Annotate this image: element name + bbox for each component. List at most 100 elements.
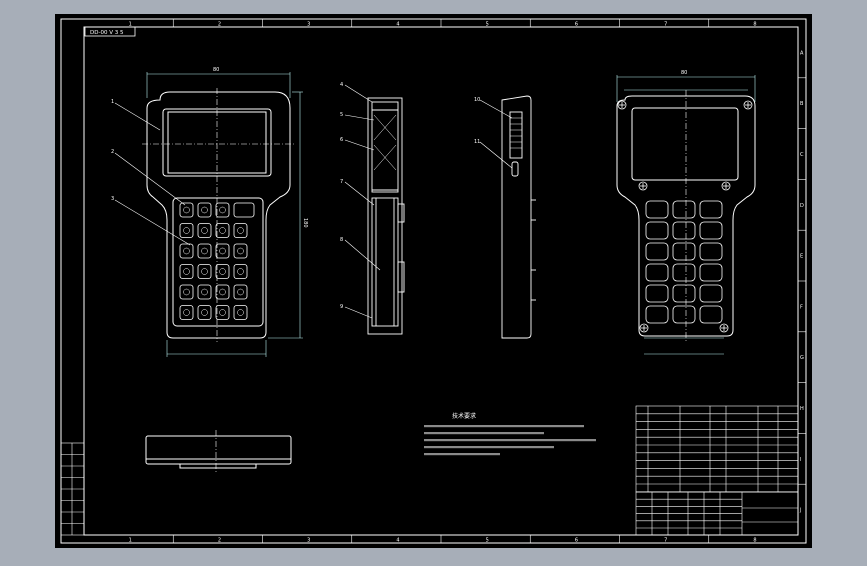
rear-key-slot <box>699 200 723 219</box>
screw-hole <box>639 323 649 333</box>
screw-hole <box>617 100 627 110</box>
keypad-key <box>197 202 212 218</box>
rear-screws <box>617 100 753 333</box>
callout-8: 8 <box>340 237 343 243</box>
screw-hole <box>638 181 648 191</box>
col-mark-5: 5 <box>486 538 489 544</box>
notes-lines <box>424 425 596 456</box>
col-mark-4: 4 <box>396 22 399 28</box>
keypad-key <box>215 243 230 259</box>
drawing-number-box <box>84 26 136 37</box>
keypad-key <box>179 223 194 238</box>
keypad-key <box>179 202 194 218</box>
col-mark-7: 7 <box>664 22 667 28</box>
rear-width-dim: 80 <box>681 70 687 76</box>
callout-3: 3 <box>111 196 114 202</box>
keypad-wide-key <box>233 202 255 218</box>
rear-key-slot <box>672 242 696 261</box>
callout-1: 1 <box>111 99 114 105</box>
keypad-key <box>197 223 212 238</box>
callout-6: 6 <box>340 137 343 143</box>
rear-view <box>616 90 756 342</box>
rear-key-slot <box>699 305 723 324</box>
rear-key-slot <box>672 263 696 282</box>
row-mark-E: E <box>800 254 803 260</box>
col-mark-2: 2 <box>218 538 221 544</box>
keypad-key <box>215 223 230 238</box>
rear-key-slot <box>645 284 669 303</box>
side-leaders <box>344 84 381 319</box>
keypad-key <box>179 243 194 259</box>
rear-key-slot <box>699 263 723 282</box>
bottom-view <box>145 430 292 472</box>
keypad-key <box>197 284 212 300</box>
keypad-key <box>197 305 212 320</box>
callout-9: 9 <box>340 304 343 310</box>
row-mark-I: I <box>800 457 801 463</box>
rear-key-slot <box>645 221 669 240</box>
front-dimensions <box>146 72 303 357</box>
rear-key-slot <box>645 305 669 324</box>
row-mark-B: B <box>800 101 804 107</box>
col-mark-3: 3 <box>307 538 310 544</box>
notes-heading: 技术要求 <box>452 412 476 420</box>
col-mark-8: 8 <box>753 538 756 544</box>
callout-5: 5 <box>340 112 343 118</box>
callout-7: 7 <box>340 179 343 185</box>
col-mark-1: 1 <box>129 22 132 28</box>
col-mark-2: 2 <box>218 22 221 28</box>
col-mark-1: 1 <box>129 538 132 544</box>
col-mark-7: 7 <box>664 538 667 544</box>
rear-key-slot <box>672 200 696 219</box>
keypad-key <box>233 305 248 320</box>
left-revision-strip <box>60 442 85 536</box>
paper <box>55 14 812 548</box>
keypad-key <box>233 223 248 238</box>
bill-of-materials <box>635 405 799 536</box>
screw-hole <box>719 323 729 333</box>
rear-key-slot <box>645 200 669 219</box>
keypad-key <box>215 284 230 300</box>
screw-hole <box>721 181 731 191</box>
keypad-key <box>179 305 194 320</box>
row-mark-C: C <box>800 152 804 158</box>
front-height-dim: 180 <box>302 218 308 228</box>
rear-dimensions <box>616 75 756 355</box>
rear-key-slot <box>699 221 723 240</box>
side-section-view <box>367 97 405 335</box>
callout-4: 4 <box>340 82 343 88</box>
keypad-key <box>197 243 212 259</box>
rear-key-slot <box>645 263 669 282</box>
col-mark-4: 4 <box>396 538 399 544</box>
col-mark-5: 5 <box>486 22 489 28</box>
row-mark-F: F <box>800 304 803 310</box>
callout-10: 10 <box>474 97 480 103</box>
rear-key-slot <box>645 242 669 261</box>
row-mark-H: H <box>800 406 804 412</box>
front-leaders <box>114 102 191 246</box>
rear-key-slot <box>672 284 696 303</box>
drawing-number-text: DD-00 V 3 5 <box>90 30 124 36</box>
col-mark-6: 6 <box>575 22 578 28</box>
col-mark-6: 6 <box>575 538 578 544</box>
keypad-key <box>179 264 194 279</box>
screw-hole <box>743 100 753 110</box>
callout-2: 2 <box>111 149 114 155</box>
rear-key-slot <box>672 221 696 240</box>
callout-11: 11 <box>474 139 480 145</box>
rear-key-slot <box>699 242 723 261</box>
col-mark-8: 8 <box>753 22 756 28</box>
front-width-dim: 80 <box>213 67 219 73</box>
keypad-key <box>233 284 248 300</box>
keypad-key <box>215 264 230 279</box>
ext-leaders <box>479 99 513 169</box>
keypad-key <box>197 264 212 279</box>
keypad-key <box>233 264 248 279</box>
front-view <box>142 88 296 342</box>
row-mark-A: A <box>800 50 804 56</box>
keypad-key <box>233 243 248 259</box>
